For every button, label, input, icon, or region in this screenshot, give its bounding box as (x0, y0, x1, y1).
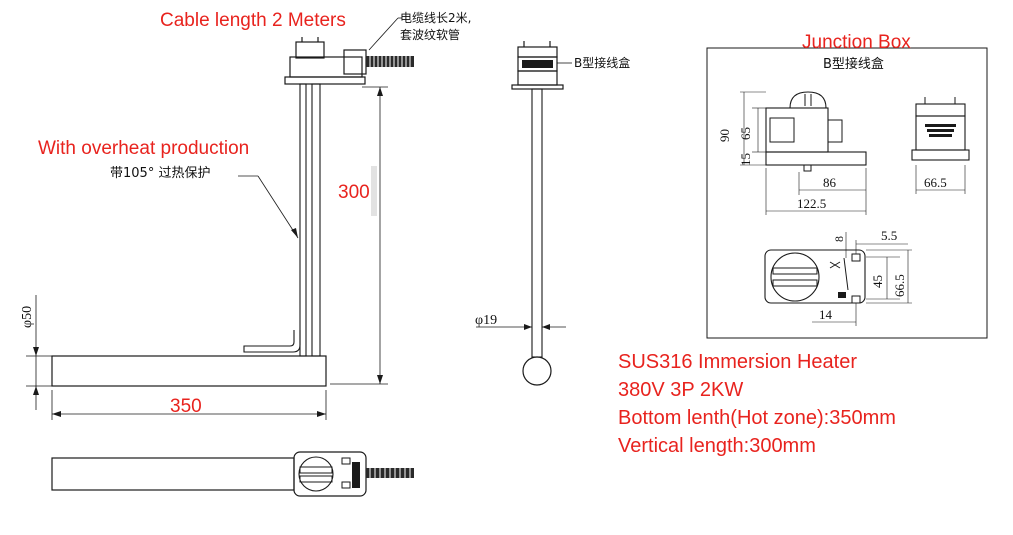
dim-side-width: 66.5 (924, 175, 947, 190)
spec-line-1: SUS316 Immersion Heater (618, 351, 857, 373)
junction-box-lid (295, 41, 325, 59)
overheat-note-cn: 带105° 过热保护 (110, 166, 210, 181)
inset-box-front (765, 107, 829, 153)
dim-hole-66-5: 66.5 (892, 274, 907, 297)
dim-box-height: 90 (717, 129, 732, 142)
dim-hole-14: 14 (819, 307, 833, 322)
side-box-body (517, 70, 558, 86)
junction-box-label: Junction Box (802, 32, 911, 53)
cable-note-cn-1: 电缆线长2米, (400, 11, 471, 25)
box-type-cn: B型接线盒 (574, 55, 630, 70)
side-tube (531, 88, 543, 358)
dim-box-lower: 15 (738, 153, 753, 166)
corrugated-conduit (366, 56, 414, 67)
box-type-cn-inset: B型接线盒 (823, 56, 884, 72)
overheat-sensor-bend (243, 330, 301, 353)
dim-bottom-label: 350 (170, 396, 202, 417)
cable-note-cn-2: 套波纹软管 (400, 27, 460, 42)
side-view (476, 41, 572, 386)
dim-diameter-50: φ50 (20, 306, 35, 328)
dim-hole-8: 8 (832, 236, 846, 242)
overheat-label: With overheat production (38, 138, 249, 159)
top-view (51, 451, 414, 497)
inset-box-plan (764, 249, 866, 304)
junction-box-flange (284, 76, 366, 85)
inset-frame (706, 47, 988, 339)
dim-base-width: 122.5 (797, 196, 826, 211)
bottom-heating-element (51, 355, 327, 387)
spec-line-2: 380V 3P 2KW (618, 379, 743, 401)
dim-hole-45: 45 (870, 275, 885, 288)
front-dimensions (26, 17, 402, 420)
element-cross-section (522, 356, 552, 386)
cable-length-label: Cable length 2 Meters (160, 10, 346, 31)
inset-box-side (915, 103, 966, 117)
heater-tube-vertical (299, 83, 307, 357)
dim-box-width: 86 (823, 175, 837, 190)
side-box-top (517, 46, 558, 58)
dim-vertical-label: 300 (338, 182, 370, 203)
sensor-tube-vertical (311, 83, 321, 357)
junction-box-inset (706, 47, 988, 339)
front-view (51, 37, 414, 387)
spec-line-4: Vertical length:300mm (618, 435, 816, 457)
dim-box-upper: 65 (738, 127, 753, 140)
spec-line-3: Bottom lenth(Hot zone):350mm (618, 407, 896, 429)
top-element (51, 457, 295, 491)
dim-hole-5-5: 5.5 (881, 228, 897, 243)
dim-diameter-19: φ19 (475, 313, 497, 328)
cable-gland (343, 49, 367, 75)
